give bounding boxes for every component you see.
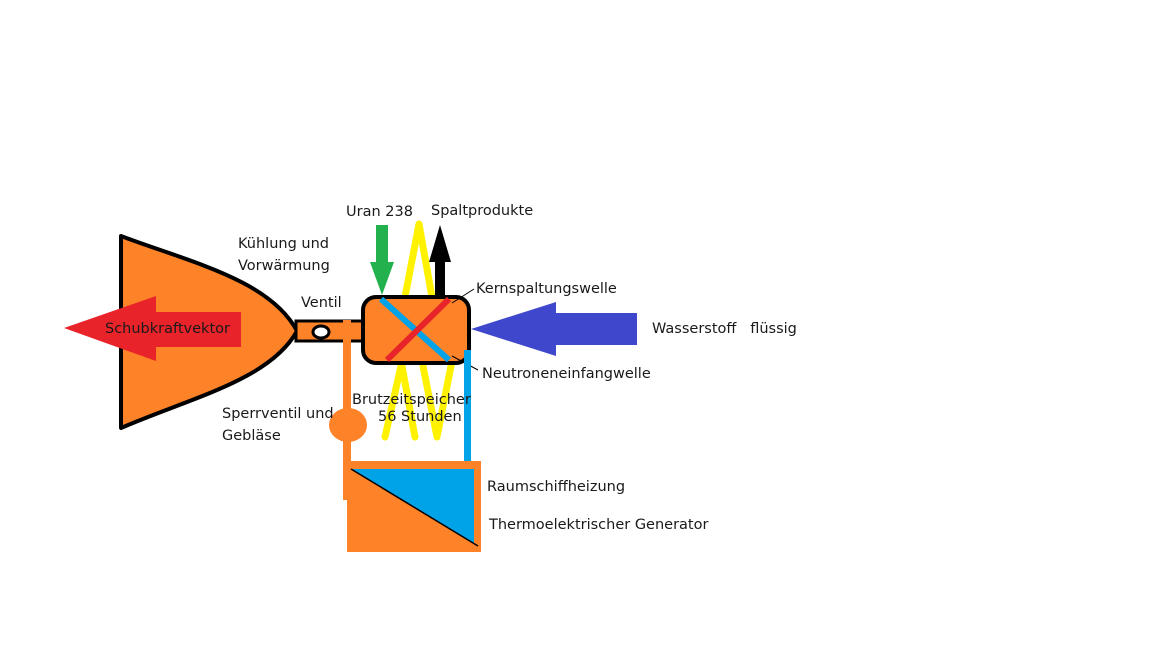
teg-label: Thermoelektrischer Generator xyxy=(488,517,708,533)
valve-label: Ventil xyxy=(301,295,342,311)
valve-symbol xyxy=(311,324,331,340)
fission-wave-label: Kernspaltungswelle xyxy=(476,281,617,297)
fission-products-label: Spaltprodukte xyxy=(431,203,533,219)
teg-diagonal xyxy=(350,468,479,547)
ship-heating-label: Raumschiffheizung xyxy=(487,479,625,495)
teg-top-bar xyxy=(344,461,481,471)
heating-pipe xyxy=(464,350,471,465)
fission-wave xyxy=(384,296,452,363)
shutoff-label-line2: Gebläse xyxy=(222,428,281,444)
breeding-label-line1: Brutzeitspeicher xyxy=(352,392,471,408)
shutoff-label-line1: Sperrventil und xyxy=(222,406,334,422)
cooling-label-line1: Kühlung und xyxy=(238,236,329,252)
breeding-zigzag-top xyxy=(401,220,436,301)
hydrogen-inlet-arrow xyxy=(471,302,637,356)
capture-wave-label: Neutroneneinfangwelle xyxy=(482,366,651,382)
shutoff-valve-blower xyxy=(329,408,367,442)
feed-pipe xyxy=(294,319,368,343)
uranium-label: Uran 238 xyxy=(346,204,413,220)
thrust-label: Schubkraftvektor xyxy=(105,321,230,337)
hydrogen-label: Wasserstoff flüssig xyxy=(652,321,797,337)
fission-products-outlet-arrow xyxy=(429,225,451,297)
breeding-zigzag-bottom xyxy=(381,362,455,441)
uranium-inlet-arrow xyxy=(370,225,394,295)
cooling-label-line2: Vorwärmung xyxy=(238,258,330,274)
thrust-arrow xyxy=(64,296,241,361)
breeding-label-line2: 56 Stunden xyxy=(378,409,462,425)
fission-wave-leader xyxy=(451,288,475,304)
